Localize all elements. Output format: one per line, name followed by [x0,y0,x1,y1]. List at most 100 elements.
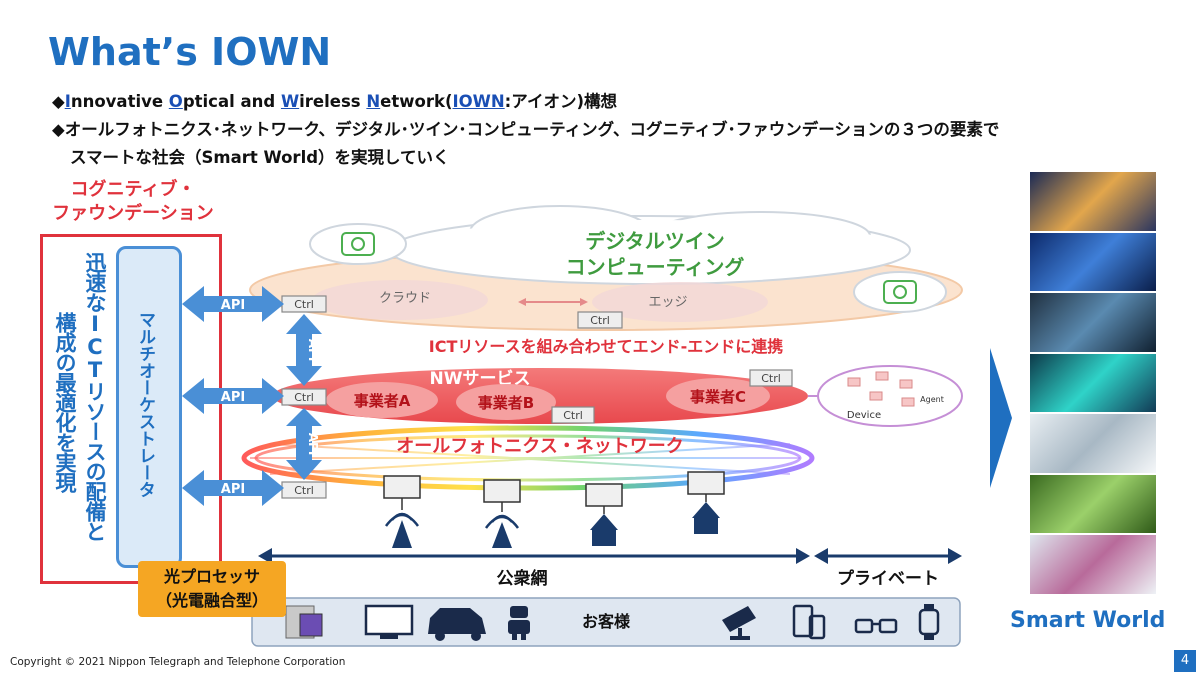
word-part: nnovative [70,92,169,111]
letter-n: N [366,92,381,111]
monitor-icon [364,604,414,639]
brain-cloud-right [853,271,947,313]
cloud-node [312,280,488,320]
car-icon [428,608,486,641]
letter-o: O [168,92,183,111]
nw-service-label: NWサービス [430,369,531,389]
home-node-2 [687,471,725,534]
bullet-elements: ◆オールフォトニクス･ネットワーク、デジタル･ツイン･コンピューティング、コグニ… [52,120,1000,139]
medical-image [1030,414,1156,473]
vr-image [1030,535,1156,595]
word-part: :アイオン)構想 [504,92,617,111]
smart-world-images [1030,172,1156,595]
bullet-list: ◆Innovative Optical and Wireless Network… [52,88,999,172]
ict-link-label: ICTリソースを組み合わせてエンド-エンドに連携 [429,337,783,356]
agriculture-image [1030,474,1156,534]
cognitive-foundation-label: コグニティブ・ ファウンデーション [38,178,228,226]
svg-text:Ctrl: Ctrl [761,372,781,385]
word-part: etwork( [380,92,453,111]
robot-icon [508,606,530,640]
bullet-marker: ◆ [52,92,65,111]
ctrl-box-c: Ctrl [749,369,793,387]
traffic-image [1030,353,1156,413]
api-arrow-bottom: API [182,470,284,506]
dtc-cloud [389,205,911,285]
ctrl-box-dtc: Ctrl [281,295,327,313]
brain-cloud-left [309,223,407,265]
ctrl-box-b: Ctrl [551,406,595,424]
arrow-to-smart-world [990,348,1012,488]
letter-w: W [280,92,300,111]
operator-b [456,384,556,420]
ctrl-box-apn: Ctrl [281,481,327,499]
svg-text:Ctrl: Ctrl [563,409,583,422]
antenna-node-2 [483,479,521,548]
antenna-node-1 [383,475,421,548]
glasses-icon [854,618,898,634]
word-part: ireless [299,92,367,111]
ctrl-box-edge: Ctrl [577,311,623,329]
api-arrow-vertical-upper: API [286,314,322,386]
api-arrow-middle: API [182,378,284,414]
smartwatch-icon [918,604,940,640]
edge-node [592,282,768,322]
svg-text:API: API [306,339,320,362]
svg-text:API: API [306,433,320,456]
vertical-text-2: 構成の最適化を実現 [53,312,77,492]
public-network-label: 公衆網 [497,568,548,589]
orchestrator-label: マルチオーケストレータ [135,311,155,498]
link-arrow-left [518,298,526,306]
svg-text:Ctrl: Ctrl [294,484,314,497]
copyright: Copyright © 2021 Nippon Telegraph and Te… [10,656,346,668]
digital-city-image [1030,232,1156,292]
city-night-image [1030,172,1156,231]
svg-text:Ctrl: Ctrl [294,298,314,311]
dtc-label-1: デジタルツイン [585,229,725,253]
public-network-arrow [258,548,810,564]
svg-text:API: API [221,390,245,405]
operator-a [326,382,438,418]
processor-line-2: （光電融合型） [155,591,268,610]
bullet-elements-cont: スマートな社会（Smart World）を実現していく [70,148,450,167]
link-arrow-right [580,298,588,306]
iown-acronym: IOWN [452,92,505,111]
security-camera-icon [722,606,756,640]
customer-label: お客様 [582,612,631,631]
agent-label: Agent [920,395,944,404]
dtc-label-2: コンピューティング [566,255,745,279]
svg-text:API: API [221,482,245,497]
word-part: ptical and [182,92,281,111]
home-node-1 [585,483,623,546]
private-network-arrow [814,548,962,564]
page-number: 4 [1174,650,1196,672]
cognitive-foundation-box [40,234,222,584]
network-image [1030,293,1156,352]
operator-c [666,378,770,414]
page-title: What’s IOWN [48,30,332,74]
private-network-label: プライベート [837,568,939,589]
svg-text:Ctrl: Ctrl [590,314,610,327]
cog-line-1: コグニティブ・ [70,179,196,200]
device-nodes [847,371,915,407]
api-arrow-vertical-lower: API [286,408,322,480]
apn-band [241,425,815,491]
device-label: Device [847,410,881,421]
operator-c-label: 事業者C [690,388,746,406]
letter-i: I [64,92,71,111]
api-arrow-top: API [182,286,284,322]
processor-line-1: 光プロセッサ [163,567,260,586]
cloud-label: クラウド [379,291,431,306]
optical-processor-box: 光プロセッサ （光電融合型） [138,561,286,617]
operator-a-label: 事業者A [354,392,411,410]
mobile-devices-icon [792,604,826,640]
apn-label: オールフォトニクス・ネットワーク [396,436,683,457]
server-icon [285,605,323,639]
svg-text:API: API [221,298,245,313]
svg-text:Ctrl: Ctrl [294,391,314,404]
operator-b-label: 事業者B [478,394,534,412]
smart-world-label: Smart World [1010,608,1166,633]
vertical-text-1: 迅速なICTリソースの配備と [83,252,107,541]
cog-line-2: ファウンデーション [52,203,214,224]
ctrl-box-nw: Ctrl [281,388,327,406]
